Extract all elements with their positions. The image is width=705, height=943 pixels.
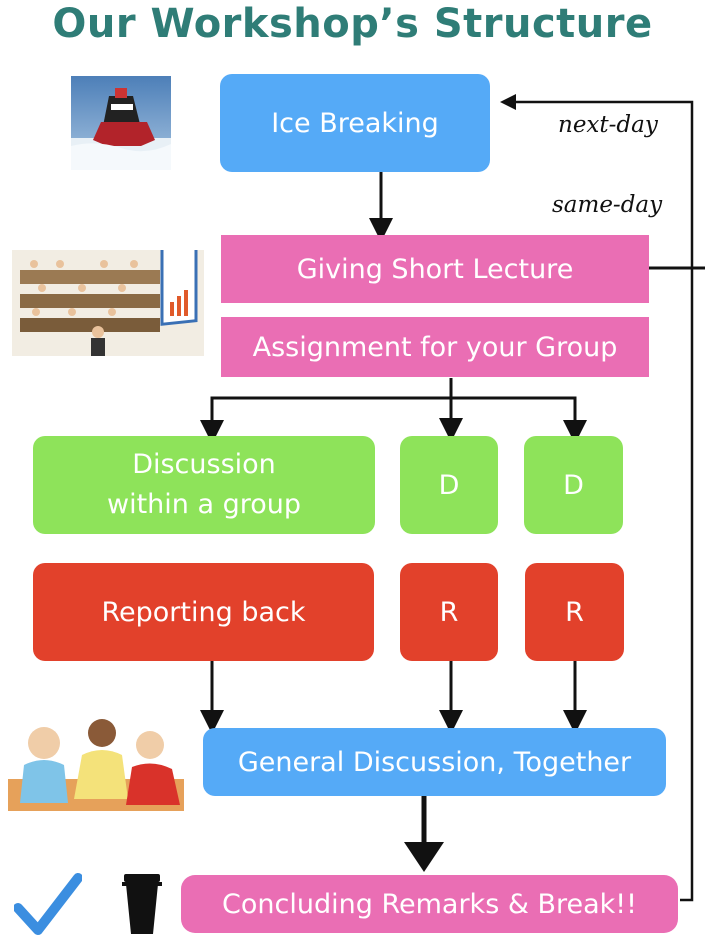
general-discussion-label: General Discussion, Together: [237, 746, 632, 778]
discussion-label-line2: within a group: [106, 489, 302, 520]
discussion-step-2: D: [400, 436, 498, 534]
ice-breaking-label: Ice Breaking: [271, 107, 439, 139]
assignment-step: Assignment for your Group: [221, 317, 649, 377]
reporting-short-label: R: [565, 596, 584, 628]
concluding-label: Concluding Remarks & Break!!: [222, 888, 637, 920]
coffee-cup-icon: [122, 874, 162, 934]
concluding-remarks-step: Concluding Remarks & Break!!: [181, 875, 678, 933]
discussion-short-label: D: [563, 469, 584, 501]
discussion-short-label: D: [438, 469, 460, 501]
discussion-step-3: D: [524, 436, 623, 534]
reporting-short-label: R: [439, 596, 459, 628]
reporting-back-step: Reporting back: [33, 563, 374, 661]
next-day-label: next-day: [558, 112, 658, 138]
same-day-label: same-day: [552, 192, 663, 218]
general-discussion-step: General Discussion, Together: [203, 728, 666, 796]
short-lecture-step: Giving Short Lecture: [221, 235, 649, 303]
checkmark-icon: [14, 873, 82, 935]
reporting-label: Reporting back: [101, 596, 306, 628]
lecture-hall-icon: [12, 250, 204, 356]
people-talking-icon: [8, 719, 184, 811]
arrow-branch-bar: [210, 396, 577, 418]
icebreaker-ship-icon: [71, 76, 171, 170]
discussion-label-line1: Discussion: [132, 449, 276, 480]
page-title: Our Workshop’s Structure: [52, 1, 653, 47]
loop-next-day: [512, 100, 694, 902]
reporting-step-2: R: [400, 563, 498, 661]
arrow-general-to-concluding-head: [404, 842, 444, 872]
discussion-group-step: Discussion within a group: [33, 436, 375, 534]
assignment-label: Assignment for your Group: [252, 331, 618, 363]
ice-breaking-step: Ice Breaking: [220, 74, 490, 172]
reporting-step-3: R: [525, 563, 624, 661]
short-lecture-label: Giving Short Lecture: [296, 253, 574, 285]
